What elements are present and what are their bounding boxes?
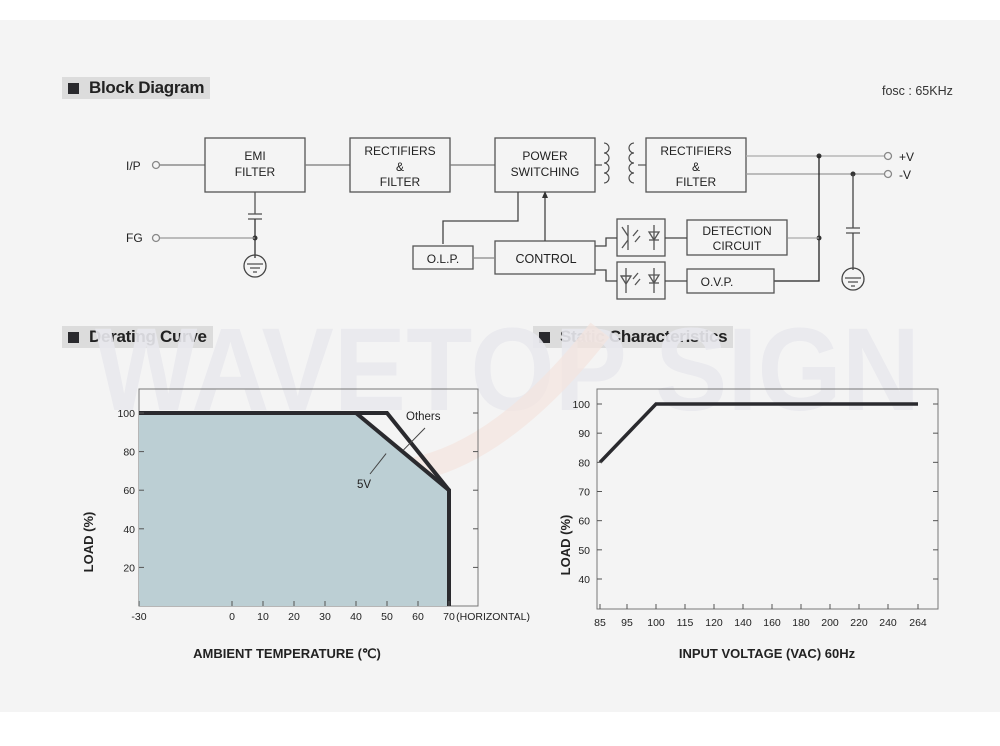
emi-filter-label-1: EMI — [244, 149, 265, 163]
x-tick-label: 10 — [257, 611, 269, 623]
terminal-ip-icon — [151, 160, 161, 170]
section-marker-icon — [68, 331, 79, 343]
arrow-icon — [542, 191, 548, 198]
y-tick-label: 100 — [572, 399, 590, 411]
x-tick-label: 40 — [350, 611, 362, 623]
y-tick-label: 20 — [123, 562, 135, 574]
x-tick-label: 50 — [381, 611, 393, 623]
annotation-arrow — [403, 427, 426, 451]
y-tick-label: 60 — [123, 485, 135, 497]
x-tick-label: 120 — [705, 617, 723, 629]
terminal-ip-label: I/P — [126, 159, 141, 173]
x-tick-label: 264 — [909, 617, 927, 629]
x-tick-label: 200 — [821, 617, 839, 629]
section-marker-icon — [539, 331, 550, 343]
x-tick-label: -30 — [131, 611, 146, 623]
y-axis-title: LOAD (%) — [558, 515, 573, 576]
x-tick-label: 140 — [734, 617, 752, 629]
x-axis-title: INPUT VOLTAGE (VAC) 60Hz — [679, 646, 856, 661]
terminal-vplus-icon — [883, 151, 893, 161]
power-switching-label-2: SWITCHING — [511, 165, 580, 179]
optocoupler-icon — [616, 218, 666, 257]
terminal-vminus-icon — [883, 169, 893, 179]
rectifiers-label-2: & — [396, 160, 404, 174]
ground-icon — [243, 254, 267, 278]
y-tick-label: 80 — [578, 457, 590, 469]
control-label: CONTROL — [515, 252, 576, 266]
output-rectifiers-filter-block — [645, 137, 747, 193]
static-plot-frame — [596, 388, 939, 610]
static-load-line — [598, 402, 918, 464]
block-diagram: I/P EMI FILTER FG RECTIFIERS & FILTER PO — [126, 137, 914, 300]
transformer-icon — [595, 142, 646, 184]
olp-label: O.L.P. — [427, 252, 459, 266]
optocoupler-icon — [616, 261, 666, 300]
static-chart: 85 95 100 115 120 140 160 180 200 220 240 264 40 50 6… — [558, 388, 939, 661]
terminal-vminus-label: -V — [899, 168, 911, 182]
output-rectifiers-label-3: FILTER — [676, 175, 717, 189]
x-tick-label: 85 — [594, 617, 606, 629]
oscillator-frequency: fosc : 65KHz — [882, 84, 953, 98]
terminal-fg-label: FG — [126, 231, 143, 245]
output-rectifiers-label-2: & — [692, 160, 700, 174]
x-tick-label: 220 — [850, 617, 868, 629]
output-rectifiers-label-1: RECTIFIERS — [660, 144, 731, 158]
x-tick-label: 95 — [621, 617, 633, 629]
wire — [595, 237, 617, 247]
rectifiers-label-3: FILTER — [380, 175, 421, 189]
x-tick-label: 100 — [647, 617, 665, 629]
section-title-text: Derating Curve — [89, 327, 207, 346]
y-axis-title: LOAD (%) — [81, 512, 96, 573]
terminal-fg-icon — [151, 233, 161, 243]
y-tick-label: 100 — [117, 408, 135, 420]
annotation-5v: 5V — [357, 479, 371, 491]
detection-label-1: DETECTION — [702, 224, 771, 238]
detection-label-2: CIRCUIT — [713, 239, 762, 253]
x-tick-label: 180 — [792, 617, 810, 629]
wire — [774, 156, 820, 282]
x-tick-label: 30 — [319, 611, 331, 623]
derating-5v-fill-area — [139, 413, 449, 606]
x-tick-label: 160 — [763, 617, 781, 629]
annotation-arrow — [369, 453, 387, 475]
x-tick-label: 115 — [677, 617, 694, 629]
annotation-others: Others — [406, 411, 441, 423]
rectifiers-label-1: RECTIFIERS — [364, 144, 435, 158]
x-axis-extra-label: (HORIZONTAL) — [456, 611, 530, 623]
x-tick-label: 240 — [879, 617, 897, 629]
y-tick-label: 40 — [578, 574, 590, 586]
y-tick-label: 90 — [578, 428, 590, 440]
x-tick-label: 70 — [443, 611, 455, 623]
section-title-text: Block Diagram — [89, 78, 205, 97]
ground-icon — [841, 267, 865, 291]
wire — [442, 192, 519, 244]
ovp-label: O.V.P. — [701, 275, 734, 289]
y-tick-label: 70 — [578, 487, 590, 499]
section-marker-icon — [68, 82, 79, 94]
x-axis-title: AMBIENT TEMPERATURE (℃) — [193, 646, 381, 661]
terminal-vplus-label: +V — [899, 150, 914, 164]
derating-5v-line — [139, 411, 451, 606]
y-tick-label: 40 — [123, 524, 135, 536]
y-tick-label: 50 — [578, 545, 590, 557]
power-switching-label-1: POWER — [522, 149, 568, 163]
section-title-derating: Derating Curve — [62, 326, 213, 348]
section-title-block-diagram: Block Diagram — [62, 77, 211, 99]
x-tick-label: 20 — [288, 611, 300, 623]
y-tick-label: 80 — [123, 447, 135, 459]
y-tick-label: 60 — [578, 516, 590, 528]
wire — [595, 269, 617, 282]
derating-chart: -30 0 10 20 30 40 50 60 70 20 40 60 80 100 (HORIZONT… — [81, 388, 530, 661]
emi-filter-label-2: FILTER — [235, 165, 276, 179]
x-tick-label: 60 — [412, 611, 424, 623]
x-tick-label: 0 — [229, 611, 235, 623]
